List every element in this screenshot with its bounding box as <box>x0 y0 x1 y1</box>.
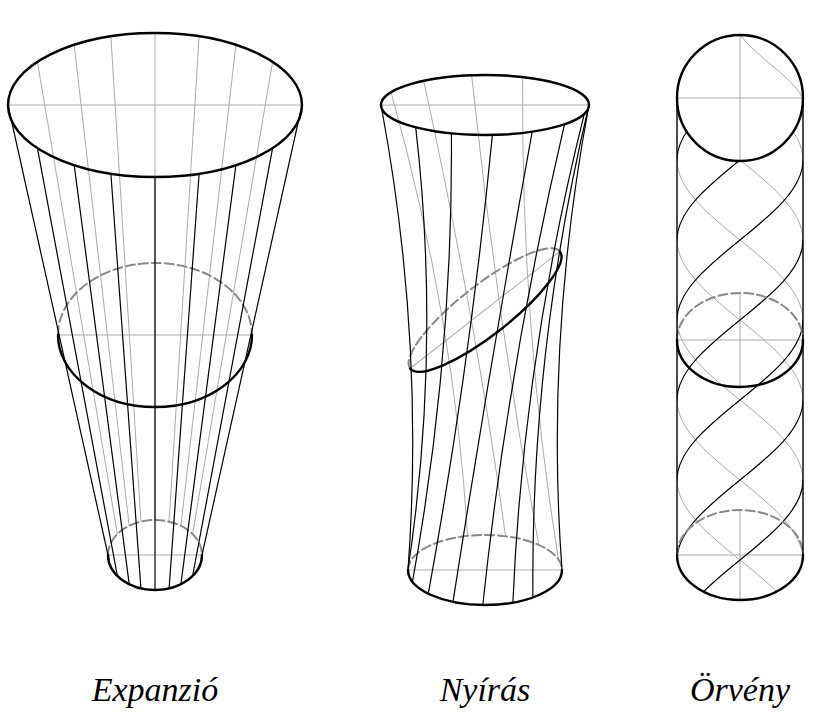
figure-caption: Örvény <box>690 671 790 708</box>
vortex-cylinder <box>677 0 803 640</box>
figure-caption: Expanzió <box>92 671 219 708</box>
figure-caption: Nyírás <box>440 671 531 708</box>
shear-tube <box>381 75 589 605</box>
expansion-cone <box>8 33 302 590</box>
